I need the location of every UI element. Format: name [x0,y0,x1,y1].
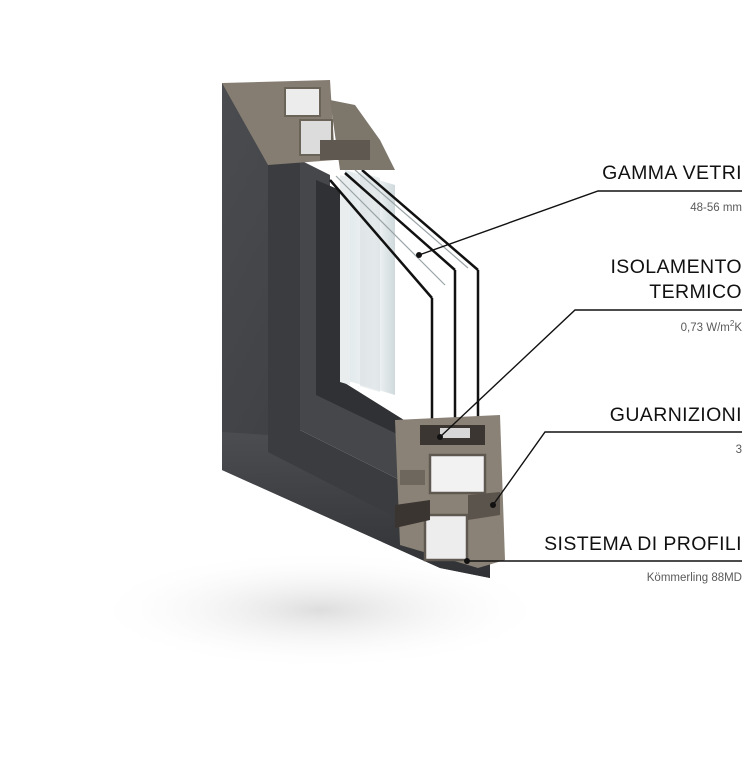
callout-title-gaskets: GUARNIZIONI [609,404,742,426]
leader-dot-insulation [437,434,443,440]
insulation-value-unit-tail: K [734,321,742,334]
callout-title-insulation-line1: ISOLAMENTO [610,256,742,278]
floor-shadow [90,550,550,670]
callout-value-insulation: 0,73 W/m2K [681,319,742,334]
leader-dot-gaskets [490,502,496,508]
top-profile-section [222,80,395,170]
callout-value-profiles: Kömmerling 88MD [646,572,742,584]
insulation-value-exponent: 2 [729,319,735,328]
callout-title-glass: GAMMA VETRI [602,162,742,184]
callout-value-glass: 48-56 mm [690,202,742,214]
leader-line-glass [418,190,742,256]
leader-lines [416,190,742,564]
leader-dot-glass [416,252,422,258]
leader-dot-profiles [464,558,470,564]
callout-value-gaskets: 3 [735,444,742,456]
triple-glazing [329,169,480,430]
bottom-profile-section [395,415,505,568]
leader-line-insulation [439,309,742,438]
callout-title-profiles: SISTEMA DI PROFILI [544,533,742,555]
leader-line-gaskets [492,431,742,506]
callout-title-insulation-line2: TERMICO [649,281,742,303]
insulation-value-number: 0,73 W/m [680,321,730,334]
